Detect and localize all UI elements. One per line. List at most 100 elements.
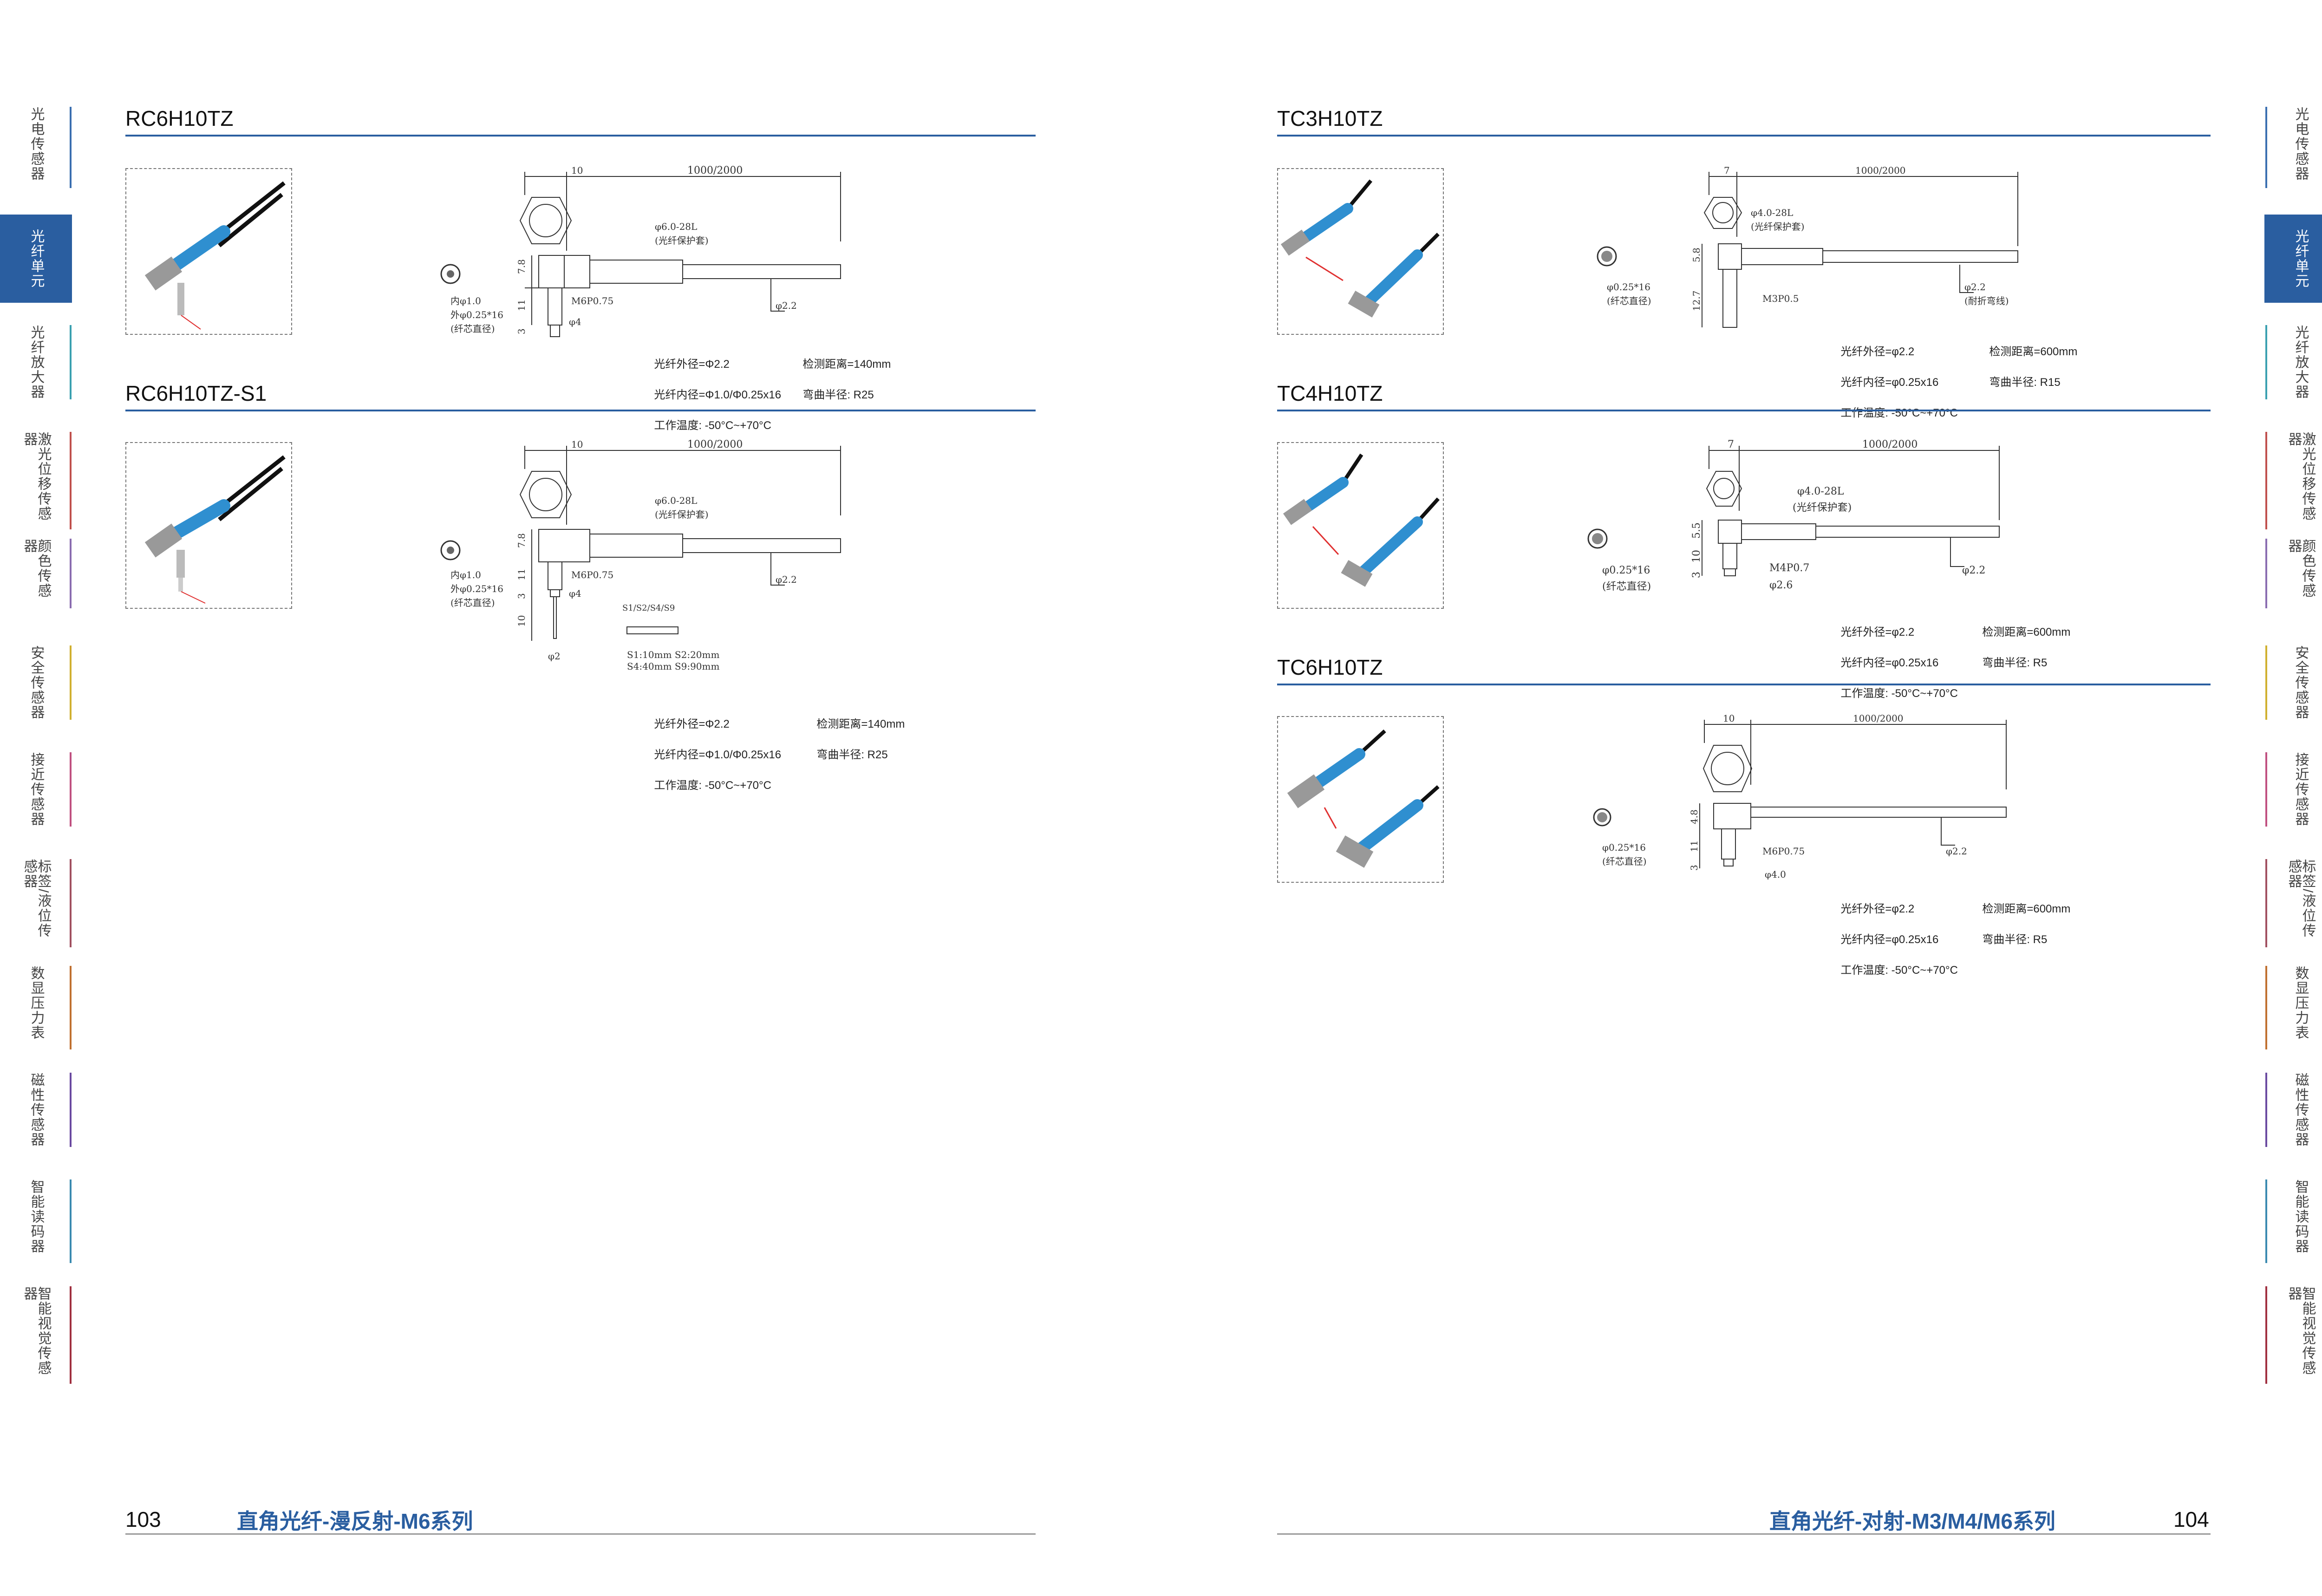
product-title-rc6h10tz: RC6H10TZ	[125, 106, 234, 130]
svg-text:M4P0.7: M4P0.7	[1769, 562, 1809, 574]
svg-text:外φ0.25*16: 外φ0.25*16	[450, 583, 503, 594]
svg-text:10: 10	[516, 615, 527, 627]
svg-text:1000/2000: 1000/2000	[1853, 713, 1904, 724]
svg-text:(纤芯直径): (纤芯直径)	[1602, 581, 1651, 593]
svg-text:外φ0.25*16: 外φ0.25*16	[450, 309, 503, 320]
svg-text:φ2.2: φ2.2	[776, 300, 797, 311]
svg-text:φ2.2: φ2.2	[1964, 281, 1986, 293]
svg-text:7: 7	[1724, 165, 1730, 176]
title-underline	[125, 410, 1036, 411]
svg-text:S4:40mm S9:90mm: S4:40mm S9:90mm	[627, 661, 719, 672]
nav-item-photoelectric[interactable]: 光电传感器	[0, 107, 72, 188]
product-title-tc3h10tz: TC3H10TZ	[1277, 106, 1383, 130]
product-photo-rc6h10tz-s1	[125, 442, 292, 609]
series-title-right: 直角光纤-对射-M3/M4/M6系列	[1769, 1509, 2055, 1533]
svg-text:(光纤保护套): (光纤保护套)	[655, 235, 709, 246]
nav-item-pressure-gauge[interactable]: 数显压力表	[2264, 966, 2322, 1049]
product-photo-rc6h10tz	[125, 168, 292, 335]
fiber-probe-image	[144, 455, 286, 604]
svg-text:M6P0.75: M6P0.75	[571, 295, 613, 306]
svg-text:3: 3	[1689, 865, 1700, 871]
svg-text:3: 3	[516, 328, 527, 334]
svg-text:1000/2000: 1000/2000	[687, 165, 743, 176]
title-underline	[125, 135, 1036, 137]
dimension-drawing-rc6h10tz-s1: 10 1000/2000 φ6.0-28L (光纤保护套) φ2.2 M6P0.…	[440, 439, 841, 672]
nav-item-code-reader[interactable]: 智能读码器	[0, 1179, 72, 1263]
svg-text:7.8: 7.8	[516, 533, 527, 548]
nav-item-laser-displacement[interactable]: 激光位移传感器	[0, 432, 72, 529]
nav-item-color-sensor[interactable]: 颜色传感器	[2264, 539, 2322, 608]
svg-text:(纤芯直径): (纤芯直径)	[450, 323, 495, 334]
svg-text:12.7: 12.7	[1691, 290, 1702, 311]
svg-text:φ2.2: φ2.2	[1962, 565, 1985, 576]
svg-text:(光纤保护套): (光纤保护套)	[1751, 221, 1805, 232]
svg-text:φ4: φ4	[569, 588, 581, 599]
fiber-probe-image	[144, 181, 286, 330]
fiber-pair-image	[1287, 730, 1440, 868]
svg-text:S1/S2/S4/S9: S1/S2/S4/S9	[622, 603, 675, 613]
svg-text:内φ1.0: 内φ1.0	[450, 569, 481, 580]
dimension-drawing-tc6h10tz: 10 1000/2000 φ2.2 M6P0.75 φ4.0 4.8 11 3 …	[1593, 713, 2007, 880]
series-title-left: 直角光纤-漫反射-M6系列	[237, 1509, 473, 1533]
nav-item-fiber-amplifier[interactable]: 光纤放大器	[2264, 325, 2322, 399]
nav-item-magnetic-sensor[interactable]: 磁性传感器	[0, 1073, 72, 1147]
nav-item-color-sensor[interactable]: 颜色传感器	[0, 539, 72, 608]
nav-item-vision-sensor[interactable]: 智能视觉传感器	[2264, 1286, 2322, 1384]
nav-item-laser-displacement[interactable]: 激光位移传感器	[2264, 432, 2322, 529]
nav-item-fiber-unit[interactable]: 光纤单元	[2264, 215, 2322, 303]
product-title-rc6h10tz-s1: RC6H10TZ-S1	[125, 381, 267, 405]
svg-text:φ0.25*16: φ0.25*16	[1607, 281, 1650, 293]
nav-item-pressure-gauge[interactable]: 数显压力表	[0, 966, 72, 1049]
page-number-left: 103	[125, 1507, 161, 1531]
nav-item-safety-sensor[interactable]: 安全传感器	[2264, 645, 2322, 720]
svg-text:5.8: 5.8	[1691, 248, 1702, 262]
svg-text:φ4: φ4	[569, 316, 581, 327]
nav-item-fiber-unit[interactable]: 光纤单元	[0, 215, 72, 303]
footer-divider	[1277, 1533, 2211, 1535]
nav-item-label-level-sensor[interactable]: 标签/液位传感器	[2264, 859, 2322, 947]
nav-item-safety-sensor[interactable]: 安全传感器	[0, 645, 72, 720]
side-nav-left: 光电传感器 光纤单元 光纤放大器 激光位移传感器 颜色传感器 安全传感器 接近传…	[0, 0, 72, 1596]
nav-item-vision-sensor[interactable]: 智能视觉传感器	[0, 1286, 72, 1384]
svg-text:内φ1.0: 内φ1.0	[450, 295, 481, 306]
svg-text:5.5: 5.5	[1691, 522, 1702, 539]
svg-text:(纤芯直径): (纤芯直径)	[1602, 856, 1647, 867]
svg-text:3: 3	[516, 593, 527, 599]
svg-text:S1:10mm S2:20mm: S1:10mm S2:20mm	[627, 649, 719, 660]
svg-text:4.8: 4.8	[1689, 809, 1700, 824]
title-underline	[1277, 135, 2211, 137]
fiber-pair-image	[1283, 453, 1440, 587]
nav-item-label-level-sensor[interactable]: 标签/液位传感器	[0, 859, 72, 947]
svg-text:3: 3	[1691, 572, 1702, 578]
svg-text:φ6.0-28L: φ6.0-28L	[655, 221, 697, 232]
svg-text:11: 11	[516, 300, 527, 311]
svg-text:7: 7	[1728, 439, 1734, 450]
product-title-tc4h10tz: TC4H10TZ	[1277, 381, 1383, 405]
side-nav-right: 光电传感器 光纤单元 光纤放大器 激光位移传感器 颜色传感器 安全传感器 接近传…	[2264, 0, 2322, 1596]
dimension-drawing-tc4h10tz: 7 1000/2000 φ4.0-28L (光纤保护套) φ2.2 M4P0.7…	[1587, 439, 2000, 593]
svg-text:(耐折弯线): (耐折弯线)	[1964, 295, 2009, 306]
nav-item-code-reader[interactable]: 智能读码器	[2264, 1179, 2322, 1263]
svg-text:1000/2000: 1000/2000	[1862, 439, 1918, 450]
nav-item-magnetic-sensor[interactable]: 磁性传感器	[2264, 1073, 2322, 1147]
nav-item-proximity-sensor[interactable]: 接近传感器	[0, 752, 72, 827]
nav-item-fiber-amplifier[interactable]: 光纤放大器	[0, 325, 72, 399]
product-photo-tc3h10tz	[1277, 168, 1444, 335]
product-photo-tc6h10tz	[1277, 716, 1444, 883]
svg-text:11: 11	[516, 569, 527, 580]
svg-text:(纤芯直径): (纤芯直径)	[450, 597, 495, 608]
svg-text:φ0.25*16: φ0.25*16	[1602, 565, 1650, 576]
svg-text:φ2.2: φ2.2	[1946, 846, 1967, 857]
nav-item-proximity-sensor[interactable]: 接近传感器	[2264, 752, 2322, 827]
product-title-tc6h10tz: TC6H10TZ	[1277, 655, 1383, 679]
title-underline	[1277, 684, 2211, 685]
svg-text:φ0.25*16: φ0.25*16	[1602, 842, 1646, 853]
page-number-right: 104	[2173, 1507, 2209, 1531]
nav-item-photoelectric[interactable]: 光电传感器	[2264, 107, 2322, 188]
svg-text:(光纤保护套): (光纤保护套)	[1793, 502, 1852, 514]
svg-text:10: 10	[1723, 713, 1735, 724]
